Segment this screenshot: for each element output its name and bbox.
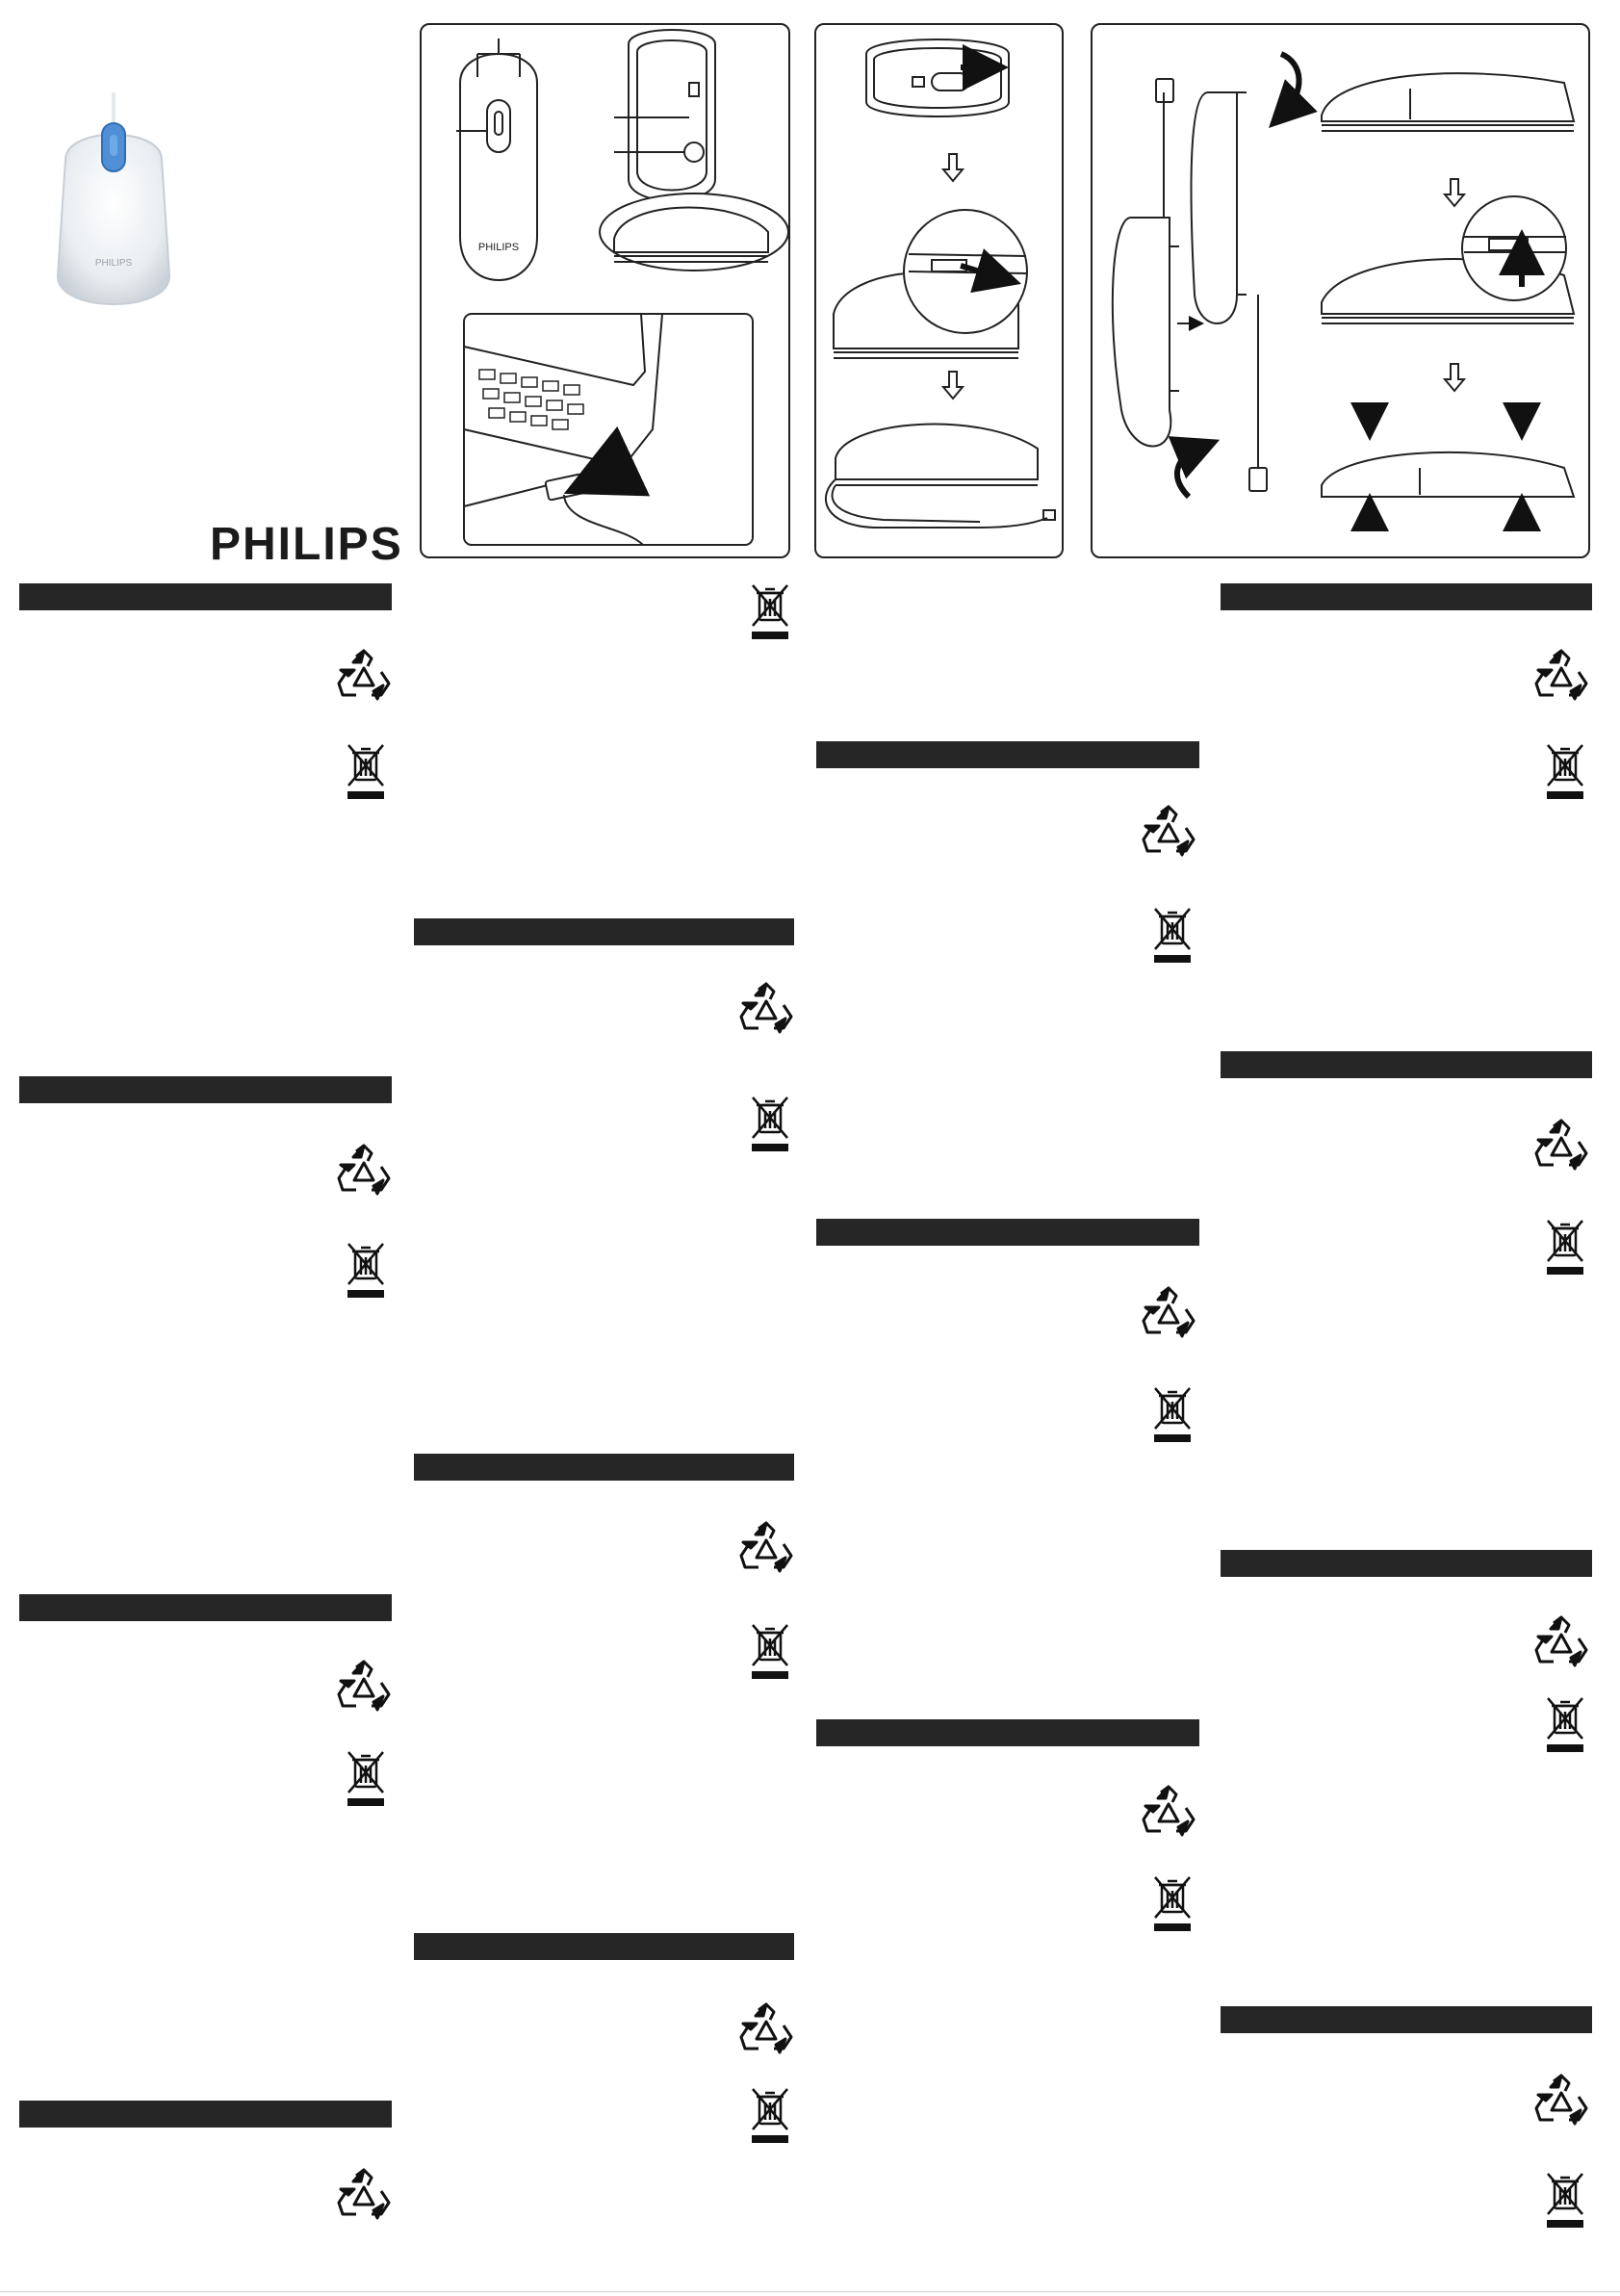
figure-c-mouse-side-closed bbox=[1321, 451, 1576, 498]
figure-c-mouse-vertical-left bbox=[1111, 78, 1268, 492]
figure-a-laptop-inset bbox=[463, 313, 754, 546]
weee-bin-icon bbox=[749, 1094, 791, 1153]
section-header-bar bbox=[816, 1219, 1199, 1246]
figure-a-mouse-label: PHILIPS bbox=[478, 242, 519, 253]
recycle-icon bbox=[1140, 1284, 1197, 1342]
figure-a-mouse-bottom bbox=[614, 29, 716, 202]
recycle-icon bbox=[1532, 2072, 1590, 2129]
figure-c-mouse-side-top bbox=[1321, 72, 1576, 132]
recycle-icon bbox=[335, 1142, 393, 1200]
recycle-icon bbox=[737, 2000, 795, 2058]
figure-b-mouse-cord-out bbox=[825, 423, 1056, 529]
recycle-icon bbox=[1532, 647, 1590, 705]
weee-bin-icon bbox=[1544, 1217, 1586, 1277]
recycle-icon bbox=[737, 1519, 795, 1577]
section-header-bar bbox=[19, 583, 392, 610]
section-header-bar bbox=[1221, 1550, 1592, 1577]
weee-bin-icon bbox=[749, 1621, 791, 1681]
figure-b-panel bbox=[814, 23, 1064, 558]
weee-bin-icon bbox=[1544, 2170, 1586, 2230]
figure-b-mouse-bottom-view bbox=[865, 39, 1010, 117]
recycle-icon bbox=[737, 980, 795, 1038]
weee-bin-icon bbox=[345, 1240, 387, 1300]
section-header-bar bbox=[1221, 2006, 1592, 2033]
recycle-icon bbox=[335, 647, 393, 705]
recycle-icon bbox=[1532, 1613, 1590, 1671]
section-header-bar bbox=[816, 741, 1199, 768]
section-header-bar bbox=[414, 1454, 794, 1481]
recycle-icon bbox=[1532, 1117, 1590, 1174]
section-header-bar bbox=[1221, 1051, 1592, 1078]
weee-bin-icon bbox=[749, 581, 791, 641]
section-header-bar bbox=[19, 1594, 392, 1621]
weee-bin-icon bbox=[1151, 1384, 1194, 1444]
weee-bin-icon bbox=[1544, 1694, 1586, 1754]
weee-bin-icon bbox=[1544, 741, 1586, 801]
figure-a-mouse-side bbox=[599, 193, 789, 271]
weee-bin-icon bbox=[1151, 905, 1194, 965]
recycle-icon bbox=[1140, 803, 1197, 861]
page-bottom-rule bbox=[0, 2291, 1620, 2292]
brand-logo: PHILIPS bbox=[210, 519, 403, 570]
figure-c-mouse-side-middle bbox=[1321, 195, 1576, 324]
product-photo: PHILIPS bbox=[46, 92, 181, 333]
product-body bbox=[56, 133, 171, 305]
figure-c-panel bbox=[1091, 23, 1590, 558]
section-header-bar bbox=[414, 918, 794, 945]
section-header-bar bbox=[414, 1933, 794, 1960]
section-header-bar bbox=[19, 2101, 392, 2128]
weee-bin-icon bbox=[345, 1748, 387, 1808]
figure-a-panel: PHILIPS bbox=[420, 23, 790, 558]
section-header-bar bbox=[1221, 583, 1592, 610]
section-header-bar bbox=[19, 1076, 392, 1103]
figure-a-mouse-top bbox=[456, 39, 538, 281]
product-brand-mark: PHILIPS bbox=[95, 258, 133, 269]
weee-bin-icon bbox=[749, 2085, 791, 2145]
weee-bin-icon bbox=[345, 741, 387, 801]
recycle-icon bbox=[1140, 1783, 1197, 1841]
section-header-bar bbox=[816, 1719, 1199, 1746]
recycle-icon bbox=[335, 1658, 393, 1716]
figure-b-mouse-side-release bbox=[833, 209, 1028, 359]
recycle-icon bbox=[335, 2166, 393, 2224]
weee-bin-icon bbox=[1151, 1873, 1194, 1933]
